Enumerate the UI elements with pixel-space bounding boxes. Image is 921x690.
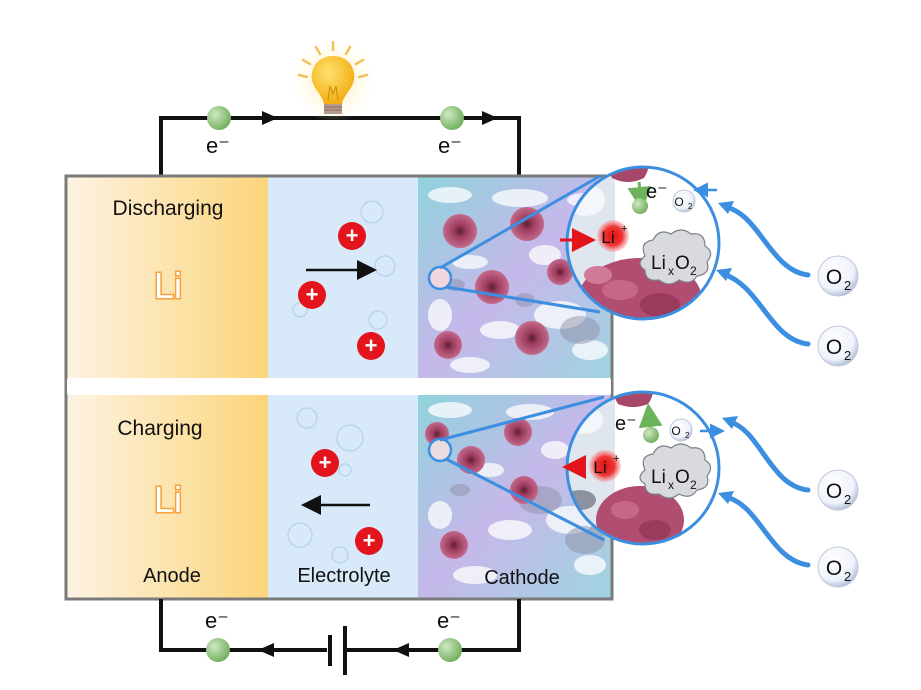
inset-o2-molecule-bottom: O 2: [669, 418, 693, 442]
anode-label: Anode: [143, 565, 201, 587]
svg-text:Li: Li: [651, 253, 666, 274]
electrolyte-region-top: [268, 177, 418, 378]
svg-text:x: x: [668, 478, 674, 492]
charging-zoom-inset: e⁻ O 2 Li + Li x O 2: [439, 390, 725, 546]
svg-text:2: 2: [844, 278, 851, 293]
top-external-circuit: e⁻ e⁻: [159, 38, 521, 177]
cathode-pores-bottom: [428, 402, 606, 584]
inset-electron-top: [632, 198, 648, 214]
bottom-wire-arrow-right: [393, 643, 409, 657]
svg-text:x: x: [668, 264, 674, 278]
light-bulb-icon: [291, 38, 375, 122]
inset-o2-molecule-top: O 2: [672, 189, 696, 213]
inset-electron-label-bottom: e⁻: [615, 413, 637, 435]
inset-electron-label-top: e⁻: [646, 181, 668, 203]
top-wire-arrow-right: [482, 111, 498, 125]
zoom-origin-top: [427, 265, 453, 291]
discharge-product-particles-bottom: [425, 418, 538, 559]
svg-text:Li: Li: [651, 467, 666, 488]
anode-li-symbol-top: Li: [154, 265, 182, 306]
electron-label-bottom-left: e⁻: [205, 608, 229, 633]
svg-text:O: O: [826, 336, 842, 359]
lithium-cation-bottom-1: +: [311, 449, 339, 477]
o2-molecule-bottom-1: O 2: [817, 469, 859, 511]
electron-bottom-right: [438, 638, 462, 662]
discharging-zoom-inset: e⁻ O 2 Li + Li x O 2: [439, 165, 721, 321]
electrolyte-label: Electrolyte: [297, 565, 390, 587]
discharging-panel: Discharging Li + + +: [67, 177, 611, 378]
electrolyte-bubbles-top: [292, 200, 396, 330]
electrolyte-bubbles-bottom: [287, 407, 364, 564]
inset-ring-top: [565, 165, 721, 321]
svg-text:Li: Li: [601, 228, 614, 247]
lithium-cation-top-2: +: [298, 281, 326, 309]
svg-text:2: 2: [690, 264, 697, 278]
cathode-label: Cathode: [484, 567, 560, 589]
bottom-wire-arrow-left: [258, 643, 274, 657]
inset-lixo2-product-bottom: Li x O 2: [639, 443, 712, 499]
o2-molecule-top-1: O 2: [817, 255, 859, 297]
zoom-origin-bottom: [427, 437, 453, 463]
flower-top-small: [608, 167, 649, 182]
svg-text:+: +: [621, 223, 627, 235]
flower-bottom-small: [614, 392, 653, 407]
electron-top-left: [207, 106, 231, 130]
power-source-icon: [328, 626, 347, 675]
svg-text:2: 2: [688, 202, 693, 211]
electron-label-top-left: e⁻: [206, 133, 230, 158]
svg-text:2: 2: [685, 431, 690, 440]
anode-region-top: [67, 177, 268, 378]
bottom-external-circuit: e⁻ e⁻: [159, 599, 521, 675]
top-wire-arrow-left: [262, 111, 278, 125]
svg-text:O: O: [671, 424, 680, 438]
bottom-wire-right: [345, 599, 521, 652]
svg-text:+: +: [319, 450, 332, 475]
svg-text:O: O: [826, 266, 842, 289]
svg-text:2: 2: [844, 569, 851, 584]
svg-text:+: +: [365, 333, 378, 358]
o2-molecule-top-2: O 2: [817, 325, 859, 367]
svg-text:2: 2: [690, 478, 697, 492]
discharge-product-particles-top: [434, 207, 573, 359]
svg-text:+: +: [306, 282, 319, 307]
inset-lixo2-product-top: Li x O 2: [639, 229, 712, 285]
svg-text:Li: Li: [593, 458, 606, 477]
electrolyte-region-bottom: [268, 395, 418, 598]
inset-li-ion-top: Li +: [597, 220, 629, 252]
cell-frame: [64, 174, 614, 601]
electron-label-bottom-right: e⁻: [437, 608, 461, 633]
o2-molecule-bottom-2: O 2: [817, 546, 859, 588]
mode-label-discharging: Discharging: [113, 197, 224, 220]
svg-text:O: O: [826, 557, 842, 580]
bottom-wire-left: [159, 599, 327, 652]
electron-bottom-left: [206, 638, 230, 662]
lithium-cation-top-3: +: [357, 332, 385, 360]
electron-label-top-right: e⁻: [438, 133, 462, 158]
lithium-cation-bottom-2: +: [355, 527, 383, 555]
panel-separator: [67, 379, 611, 394]
o2-inflow-top: O 2 O 2: [716, 201, 859, 367]
charging-panel: Charging Li + + Anode Electrolyte Cathod…: [67, 395, 611, 598]
svg-text:2: 2: [844, 348, 851, 363]
electron-top-right: [440, 106, 464, 130]
o2-inflow-bottom: O 2 O 2: [718, 416, 859, 588]
lithium-cation-top-1: +: [338, 222, 366, 250]
svg-text:O: O: [675, 467, 690, 488]
svg-text:+: +: [346, 223, 359, 248]
svg-text:+: +: [613, 453, 619, 465]
anode-region-bottom: [67, 395, 268, 598]
svg-text:O: O: [674, 195, 683, 209]
svg-text:O: O: [826, 480, 842, 503]
inset-electron-bottom: [643, 427, 659, 443]
svg-text:+: +: [363, 528, 376, 553]
mode-label-charging: Charging: [117, 417, 202, 440]
anode-li-symbol-bottom: Li: [154, 479, 182, 520]
svg-text:O: O: [675, 253, 690, 274]
inset-li-ion-bottom: Li +: [589, 450, 621, 482]
svg-text:2: 2: [844, 492, 851, 507]
